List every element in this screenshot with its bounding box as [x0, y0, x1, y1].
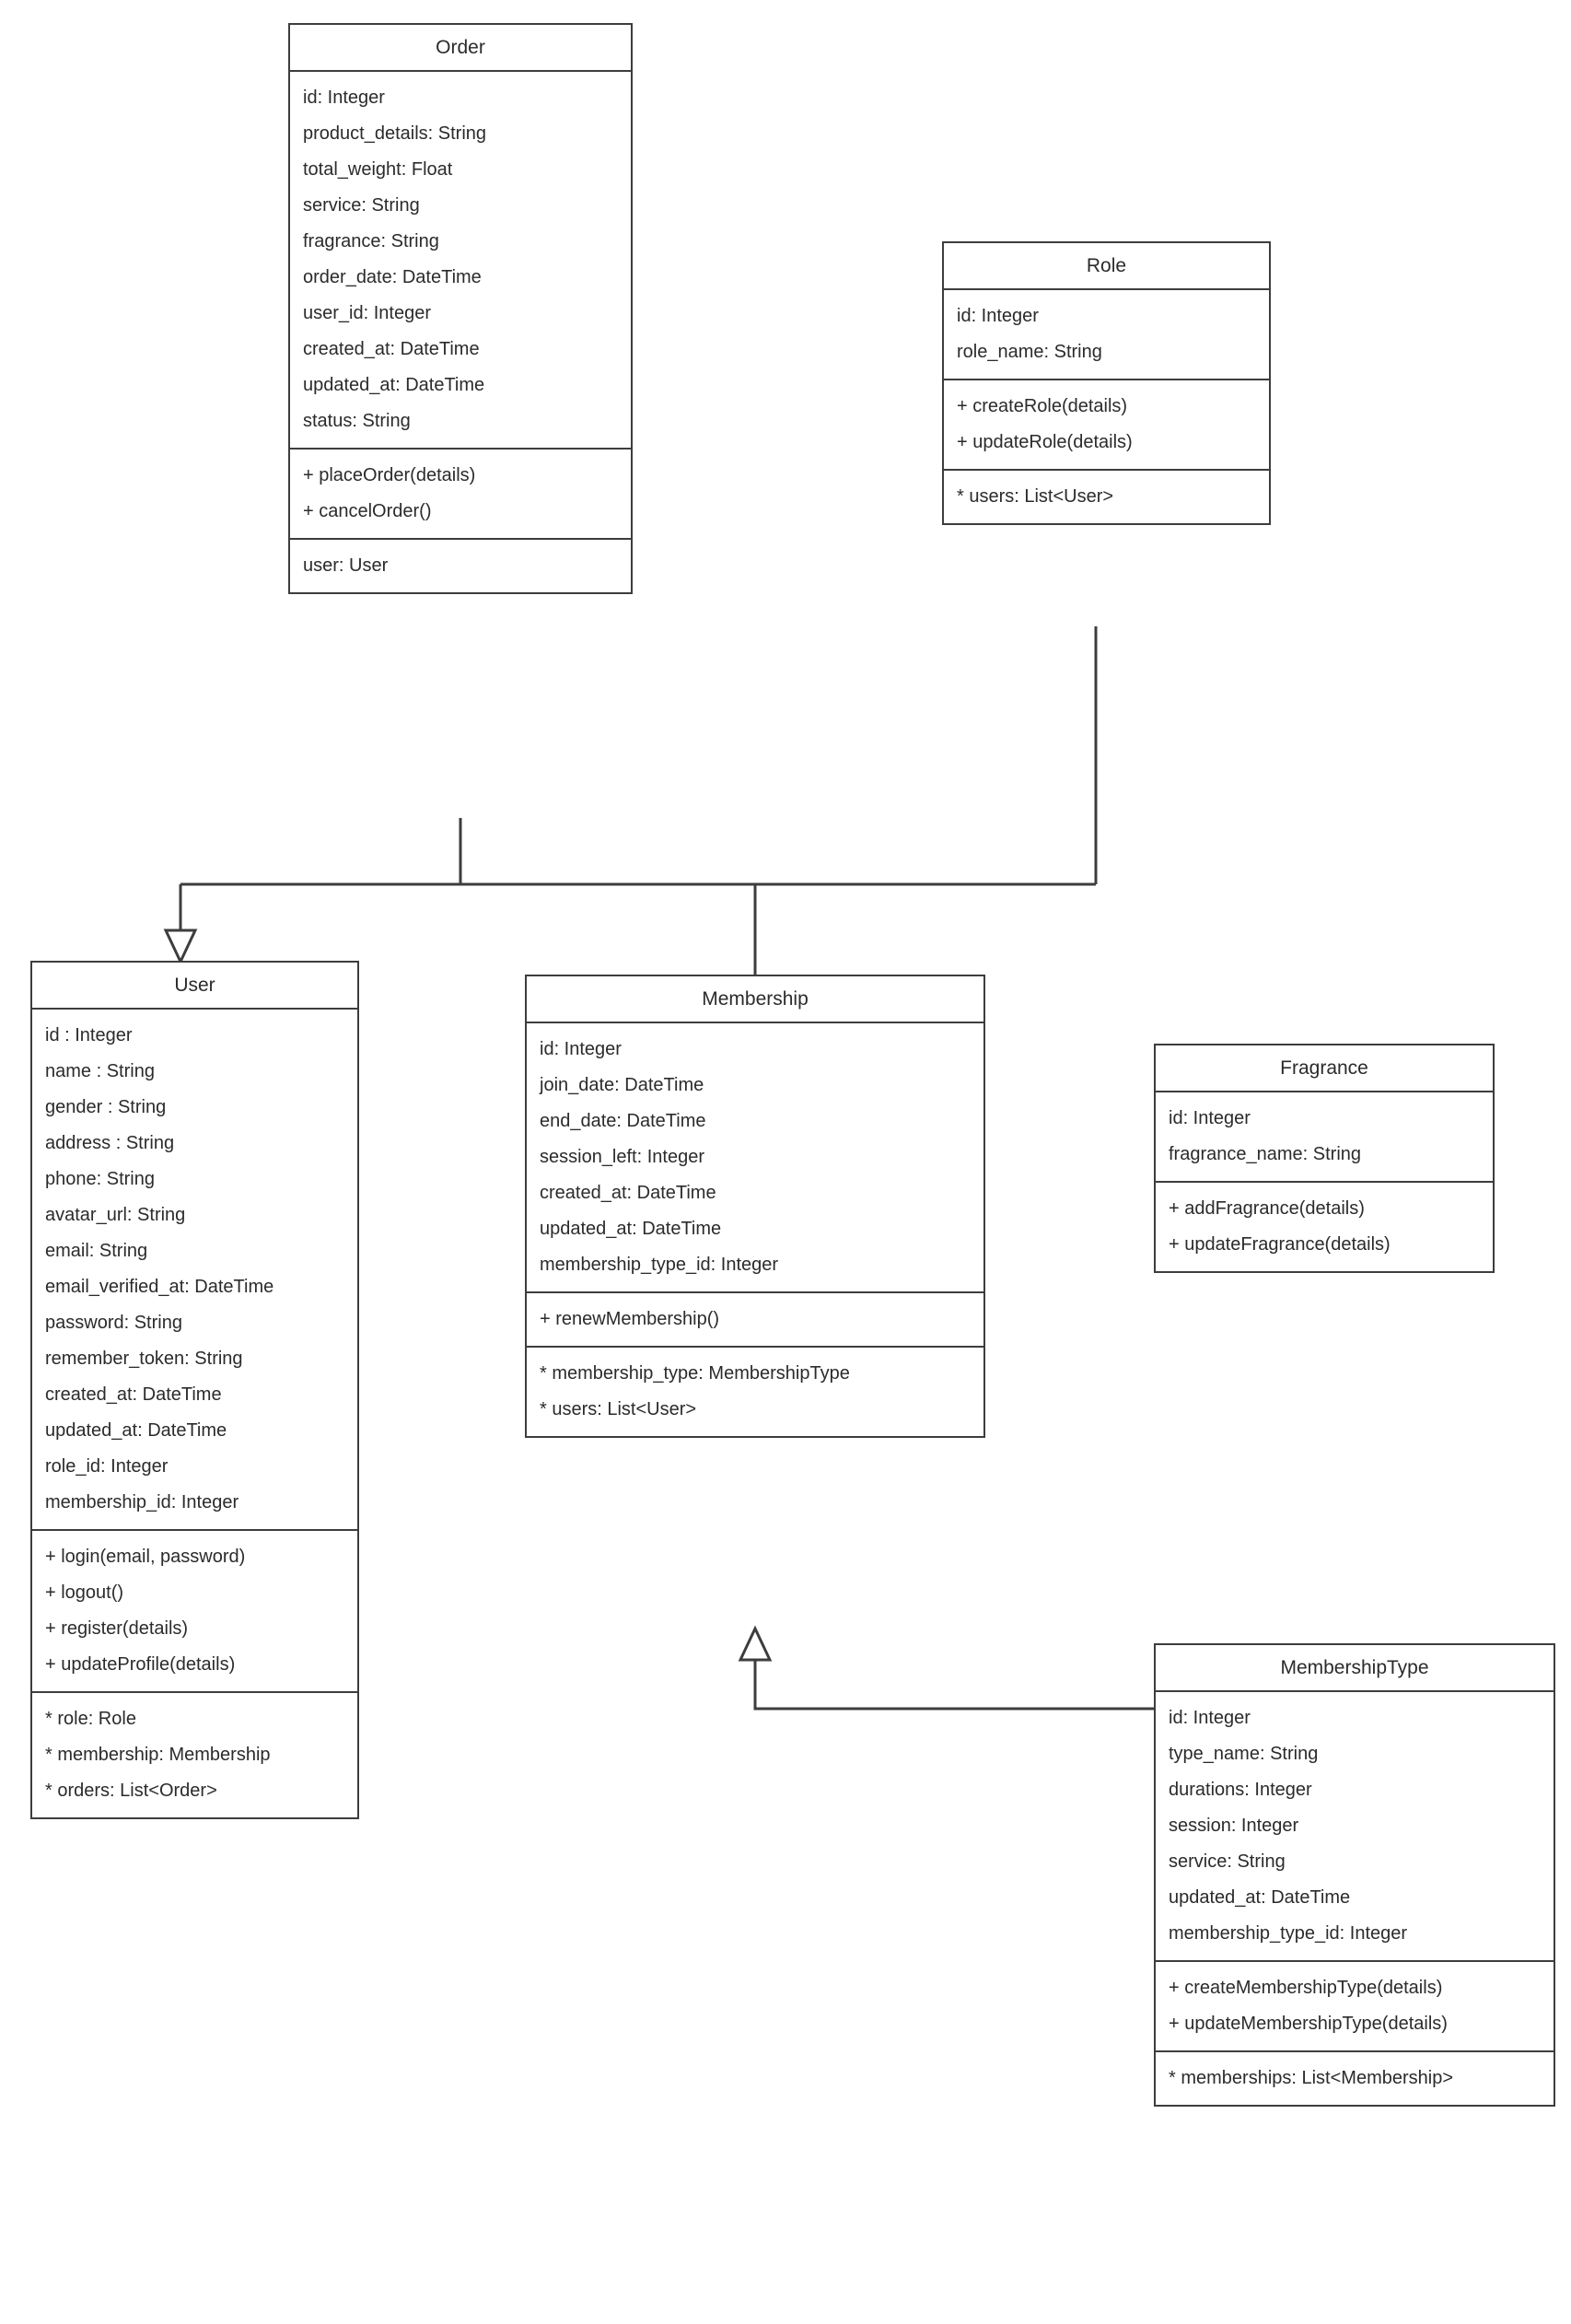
class-title-order: Order: [290, 25, 631, 73]
association-row: * membership_type: MembershipType: [540, 1363, 850, 1384]
attribute-row: order_date: DateTime: [303, 267, 482, 288]
attribute-row: membership_type_id: Integer: [540, 1255, 779, 1276]
class-title-role: Role: [944, 243, 1269, 291]
attributes-compartment-membership-type: id: Integer type_name: String durations:…: [1156, 1692, 1554, 1963]
class-box-role[interactable]: Role id: Integer role_name: String + cre…: [942, 241, 1271, 526]
attribute-row: gender : String: [45, 1097, 167, 1118]
method-row: + updateFragrance(details): [1169, 1234, 1391, 1255]
class-box-fragrance[interactable]: Fragrance id: Integer fragrance_name: St…: [1154, 1044, 1495, 1274]
associations-compartment-membership-type: * memberships: List<Membership>: [1156, 2052, 1554, 2105]
class-box-user[interactable]: User id : Integer name : String gender :…: [30, 961, 359, 1820]
attribute-row: end_date: DateTime: [540, 1111, 706, 1132]
method-row: + cancelOrder(): [303, 501, 432, 522]
attribute-row: id: Integer: [1169, 1108, 1251, 1129]
generalization-arrowhead-user: [163, 928, 198, 965]
associations-compartment-user: * role: Role * membership: Membership * …: [32, 1693, 357, 1817]
attribute-row: session: Integer: [1169, 1816, 1299, 1837]
method-row: + updateMembershipType(details): [1169, 2014, 1448, 2035]
class-title-fragrance: Fragrance: [1156, 1045, 1493, 1093]
association-row: user: User: [303, 555, 389, 577]
attribute-row: created_at: DateTime: [303, 339, 480, 360]
edge-membershiptype-to-membership: [753, 1658, 1157, 1711]
attributes-compartment-role: id: Integer role_name: String: [944, 290, 1269, 381]
attribute-row: password: String: [45, 1313, 182, 1334]
attribute-row: updated_at: DateTime: [1169, 1887, 1351, 1909]
method-row: + register(details): [45, 1618, 189, 1640]
attributes-compartment-fragrance: id: Integer fragrance_name: String: [1156, 1092, 1493, 1184]
attribute-row: email_verified_at: DateTime: [45, 1277, 274, 1298]
attribute-row: id: Integer: [540, 1039, 622, 1060]
attribute-row: id: Integer: [303, 88, 385, 109]
attribute-row: avatar_url: String: [45, 1205, 186, 1226]
attribute-row: membership_type_id: Integer: [1169, 1923, 1408, 1944]
attribute-row: durations: Integer: [1169, 1780, 1312, 1801]
attributes-compartment-order: id: Integer product_details: String tota…: [290, 72, 631, 450]
attribute-row: email: String: [45, 1241, 148, 1262]
attribute-row: id : Integer: [45, 1025, 133, 1046]
generalization-arrowhead-membership: [738, 1625, 773, 1662]
attribute-row: updated_at: DateTime: [45, 1420, 227, 1442]
attribute-row: address : String: [45, 1133, 175, 1154]
attribute-row: total_weight: Float: [303, 159, 453, 181]
attribute-row: name : String: [45, 1061, 155, 1082]
attribute-row: user_id: Integer: [303, 303, 431, 324]
method-row: + logout(): [45, 1582, 124, 1604]
attribute-row: type_name: String: [1169, 1744, 1319, 1765]
method-row: + createMembershipType(details): [1169, 1978, 1443, 1999]
association-row: * memberships: List<Membership>: [1169, 2068, 1454, 2089]
attribute-row: id: Integer: [957, 306, 1039, 327]
associations-compartment-role: * users: List<User>: [944, 471, 1269, 523]
attributes-compartment-user: id : Integer name : String gender : Stri…: [32, 1010, 357, 1532]
attribute-row: service: String: [1169, 1851, 1286, 1873]
method-row: + placeOrder(details): [303, 465, 476, 486]
class-box-membership[interactable]: Membership id: Integer join_date: DateTi…: [525, 975, 985, 1439]
method-row: + updateRole(details): [957, 432, 1133, 453]
attribute-row: session_left: Integer: [540, 1147, 704, 1168]
class-title-membership: Membership: [527, 976, 983, 1024]
methods-compartment-role: + createRole(details) + updateRole(detai…: [944, 380, 1269, 472]
method-row: + renewMembership(): [540, 1309, 720, 1330]
attribute-row: product_details: String: [303, 123, 487, 145]
class-box-order[interactable]: Order id: Integer product_details: Strin…: [288, 23, 633, 595]
association-row: * users: List<User>: [957, 486, 1114, 508]
attribute-row: role_name: String: [957, 342, 1102, 363]
method-row: + login(email, password): [45, 1547, 246, 1568]
attributes-compartment-membership: id: Integer join_date: DateTime end_date…: [527, 1023, 983, 1294]
attribute-row: remember_token: String: [45, 1349, 243, 1370]
attribute-row: phone: String: [45, 1169, 155, 1190]
association-row: * orders: List<Order>: [45, 1781, 217, 1802]
attribute-row: fragrance_name: String: [1169, 1144, 1362, 1165]
methods-compartment-membership: + renewMembership(): [527, 1293, 983, 1349]
attribute-row: updated_at: DateTime: [540, 1219, 722, 1240]
attribute-row: fragrance: String: [303, 231, 439, 252]
methods-compartment-membership-type: + createMembershipType(details) + update…: [1156, 1962, 1554, 2053]
attribute-row: join_date: DateTime: [540, 1075, 704, 1096]
attribute-row: status: String: [303, 411, 411, 432]
methods-compartment-fragrance: + addFragrance(details) + updateFragranc…: [1156, 1183, 1493, 1271]
class-title-user: User: [32, 963, 357, 1010]
association-row: * role: Role: [45, 1709, 136, 1730]
attribute-row: created_at: DateTime: [45, 1384, 222, 1406]
methods-compartment-order: + placeOrder(details) + cancelOrder(): [290, 450, 631, 541]
attribute-row: updated_at: DateTime: [303, 375, 485, 396]
association-row: * membership: Membership: [45, 1745, 271, 1766]
class-box-membership-type[interactable]: MembershipType id: Integer type_name: St…: [1154, 1643, 1555, 2108]
class-title-membership-type: MembershipType: [1156, 1645, 1554, 1693]
associations-compartment-order: user: User: [290, 540, 631, 592]
associations-compartment-membership: * membership_type: MembershipType * user…: [527, 1348, 983, 1436]
method-row: + addFragrance(details): [1169, 1198, 1365, 1220]
method-row: + updateProfile(details): [45, 1654, 236, 1676]
attribute-row: id: Integer: [1169, 1708, 1251, 1729]
attribute-row: service: String: [303, 195, 420, 216]
association-row: * users: List<User>: [540, 1399, 697, 1420]
attribute-row: role_id: Integer: [45, 1456, 169, 1477]
methods-compartment-user: + login(email, password) + logout() + re…: [32, 1531, 357, 1694]
attribute-row: membership_id: Integer: [45, 1492, 239, 1513]
method-row: + createRole(details): [957, 396, 1128, 417]
attribute-row: created_at: DateTime: [540, 1183, 716, 1204]
